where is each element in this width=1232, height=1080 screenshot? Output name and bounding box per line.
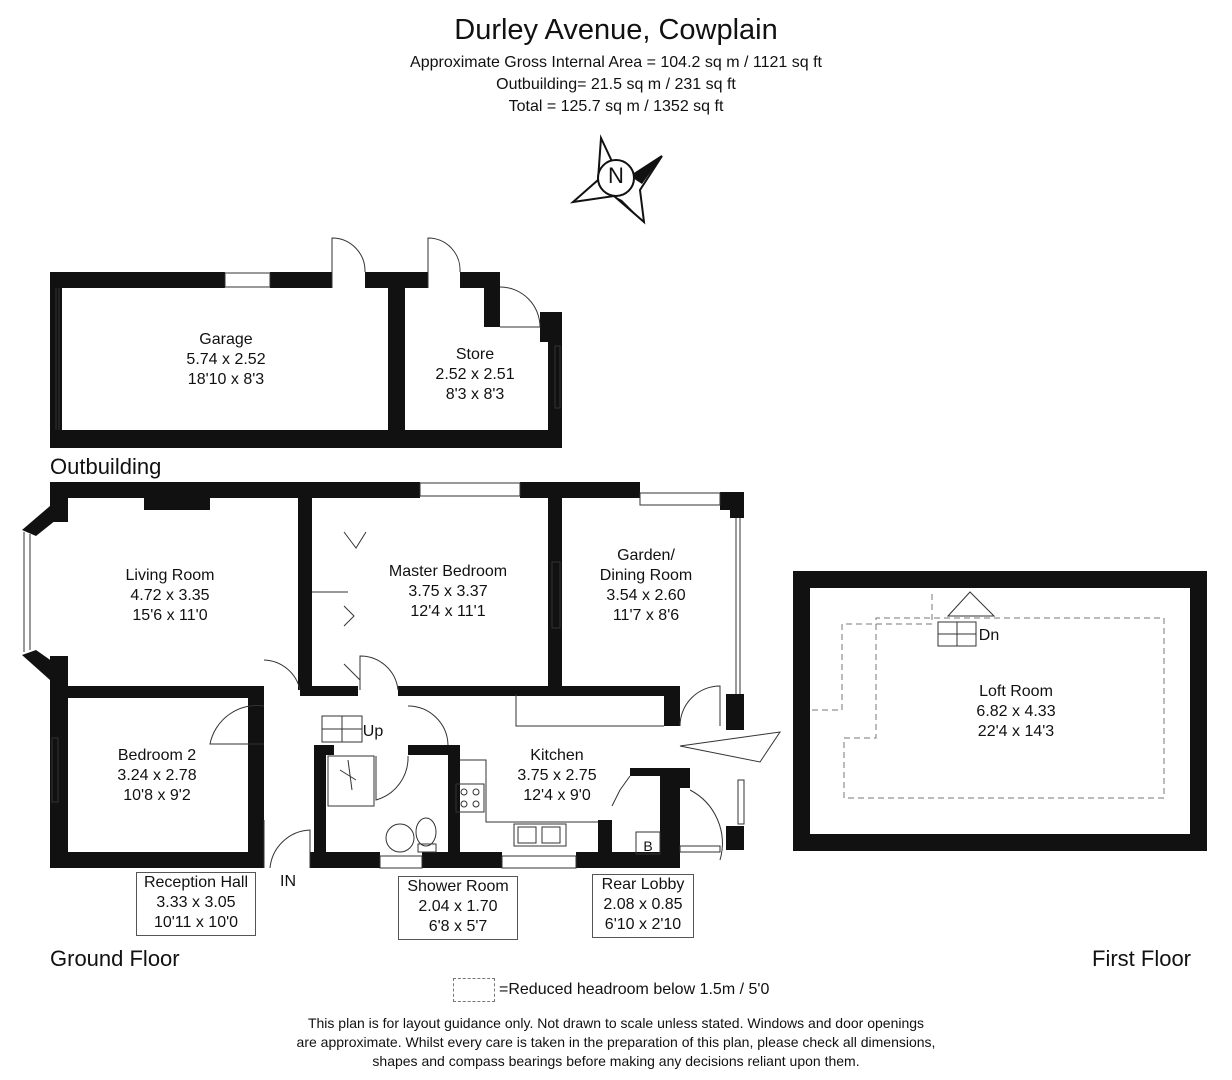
bedroom-2-name: Bedroom 2 [117, 747, 197, 764]
stairs-up-label: Up [362, 723, 384, 740]
rear-lobby-imperial: 6'10 x 2'10 [604, 916, 682, 933]
garage-label: Garage 5.74 x 2.52 18'10 x 8'3 [186, 330, 265, 390]
shower-room-label: Shower Room 2.04 x 1.70 6'8 x 5'7 [398, 876, 518, 940]
garden-dining-name-1: Garden/ [617, 547, 675, 564]
plan-title: Durley Avenue, Cowplain [454, 14, 778, 46]
ground-floor-walls [22, 482, 744, 868]
store-metric: 2.52 x 2.51 [435, 366, 515, 383]
master-bedroom-metric: 3.75 x 3.37 [408, 583, 488, 600]
entrance-label: IN [280, 873, 296, 890]
outbuilding-label: Outbuilding [50, 454, 162, 479]
rear-lobby-metric: 2.08 x 0.85 [603, 896, 683, 913]
master-bedroom-imperial: 12'4 x 11'1 [410, 603, 486, 620]
living-room-metric: 4.72 x 3.35 [130, 587, 210, 604]
bedroom-2-metric: 3.24 x 2.78 [117, 767, 197, 784]
reception-hall-imperial: 10'11 x 10'0 [153, 914, 239, 931]
garden-dining-imperial: 11'7 x 8'6 [612, 607, 680, 624]
loft-room-metric: 6.82 x 4.33 [976, 703, 1056, 720]
kitchen-imperial: 12'4 x 9'0 [523, 787, 591, 804]
boiler-label: B [643, 838, 653, 854]
living-room-label: Living Room 4.72 x 3.35 15'6 x 11'0 [126, 566, 215, 626]
area-line: Approximate Gross Internal Area = 104.2 … [410, 54, 822, 71]
disclaimer-line-1: This plan is for layout guidance only. N… [307, 1015, 925, 1031]
shower-room-name: Shower Room [407, 878, 509, 895]
loft-room-label: Loft Room 6.82 x 4.33 22'4 x 14'3 [976, 682, 1055, 742]
legend-text: =Reduced headroom below 1.5m / 5'0 [499, 981, 770, 998]
outbuilding-walls [50, 272, 562, 448]
ground-floor-label: Ground Floor [50, 946, 180, 971]
living-room-imperial: 15'6 x 11'0 [132, 607, 208, 624]
compass-icon [569, 134, 663, 225]
loft-room-name: Loft Room [979, 683, 1053, 700]
store-label: Store 2.52 x 2.51 8'3 x 8'3 [435, 345, 514, 405]
kitchen-name: Kitchen [530, 747, 584, 764]
legend: =Reduced headroom below 1.5m / 5'0 [453, 978, 769, 1002]
master-bedroom-name: Master Bedroom [388, 563, 508, 580]
reception-hall-metric: 3.33 x 3.05 [156, 894, 236, 911]
disclaimer-line-2: are approximate. Whilst every care is ta… [296, 1034, 936, 1050]
rear-lobby-name: Rear Lobby [601, 876, 685, 893]
garden-dining-name-2: Dining Room [599, 567, 693, 584]
stairs-down-label: Dn [978, 627, 1000, 644]
outbuilding-details [55, 237, 561, 430]
ground-floor-details [23, 482, 782, 869]
first-floor-walls [793, 571, 1207, 851]
disclaimer-line-3: shapes and compass bearings before makin… [372, 1053, 860, 1069]
compass-label: N [608, 163, 624, 188]
rear-lobby-label: Rear Lobby 2.08 x 0.85 6'10 x 2'10 [592, 874, 694, 938]
garden-dining-metric: 3.54 x 2.60 [606, 587, 686, 604]
bedroom-2-label: Bedroom 2 3.24 x 2.78 10'8 x 9'2 [117, 746, 196, 806]
garage-imperial: 18'10 x 8'3 [187, 371, 265, 388]
shower-room-metric: 2.04 x 1.70 [418, 898, 498, 915]
bedroom-2-imperial: 10'8 x 9'2 [123, 787, 191, 804]
loft-room-imperial: 22'4 x 14'3 [977, 723, 1055, 740]
living-room-name: Living Room [125, 567, 215, 584]
reception-hall-label: Reception Hall 3.33 x 3.05 10'11 x 10'0 [136, 872, 256, 936]
total-area-line: Total = 125.7 sq m / 1352 sq ft [508, 98, 724, 115]
master-bedroom-label: Master Bedroom 3.75 x 3.37 12'4 x 11'1 [389, 562, 507, 622]
garden-dining-room-label: Garden/ Dining Room 3.54 x 2.60 11'7 x 8… [600, 546, 692, 626]
store-name: Store [455, 346, 495, 363]
first-floor-label: First Floor [1092, 946, 1191, 971]
outbuilding-area-line: Outbuilding= 21.5 sq m / 231 sq ft [496, 76, 736, 93]
reception-hall-name: Reception Hall [143, 874, 249, 891]
store-imperial: 8'3 x 8'3 [445, 386, 505, 403]
kitchen-metric: 3.75 x 2.75 [517, 767, 597, 784]
reduced-headroom-swatch [453, 978, 495, 1002]
shower-room-imperial: 6'8 x 5'7 [428, 918, 488, 935]
garage-metric: 5.74 x 2.52 [186, 351, 266, 368]
garage-name: Garage [199, 331, 253, 348]
kitchen-label: Kitchen 3.75 x 2.75 12'4 x 9'0 [517, 746, 596, 806]
